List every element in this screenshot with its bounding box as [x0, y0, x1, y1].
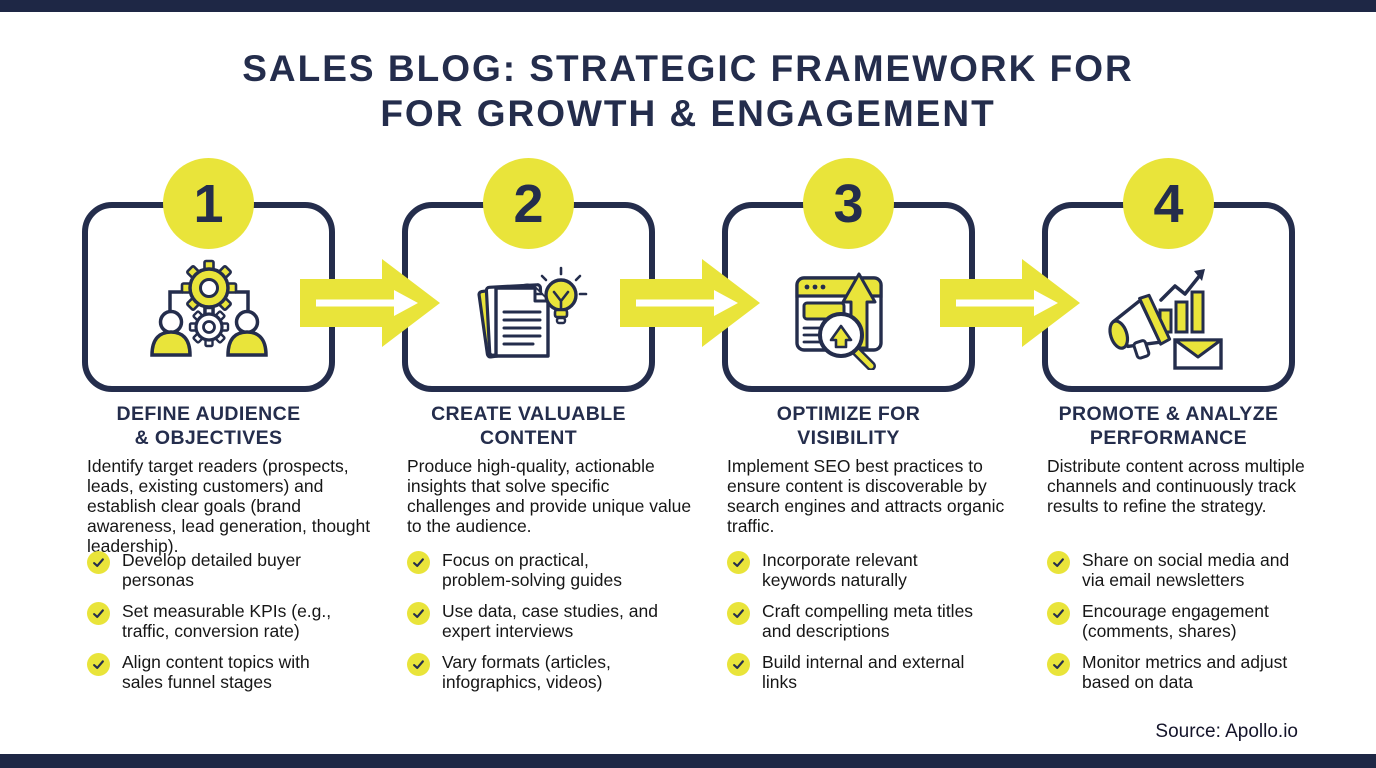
bullet-text: Incorporate relevant keywords naturally [762, 550, 918, 590]
step-1-title: DEFINE AUDIENCE & OBJECTIVES [82, 403, 335, 450]
bullet-item: Focus on practical, problem-solving guid… [407, 550, 695, 590]
step-4-description: Distribute content across multiple chann… [1047, 456, 1305, 516]
check-icon [727, 551, 750, 574]
step-title-line2: & OBJECTIVES [134, 426, 283, 449]
documents-lightbulb-icon [476, 266, 587, 359]
step-2-icon-box [402, 202, 655, 392]
step-1-description: Identify target readers (prospects, lead… [87, 456, 371, 556]
step-2-description: Produce high-quality, actionable insight… [407, 456, 692, 536]
bullet-item: Set measurable KPIs (e.g., traffic, conv… [87, 601, 375, 641]
check-icon [727, 653, 750, 676]
step-4-promote-analyze: 4 PROMOTE & ANALYZE PERFORMANCE Distribu… [1042, 158, 1334, 724]
bullet-text: Monitor metrics and adjust based on data [1082, 652, 1288, 692]
check-icon [407, 551, 430, 574]
check-icon [407, 653, 430, 676]
source-attribution: Source: Apollo.io [1155, 721, 1298, 742]
step-1-bullets: Develop detailed buyer personas Set meas… [87, 550, 375, 692]
bullet-item: Encourage engagement (comments, shares) [1047, 601, 1335, 641]
bullet-item: Build internal and external links [727, 652, 1015, 692]
bullet-item: Craft compelling meta titles and descrip… [727, 601, 1015, 641]
bullet-text: Vary formats (articles, infographics, vi… [442, 652, 611, 692]
bullet-item: Vary formats (articles, infographics, vi… [407, 652, 695, 692]
bullet-text: Craft compelling meta titles and descrip… [762, 601, 974, 641]
bullet-text: Develop detailed buyer personas [122, 550, 302, 590]
step-4-bullets: Share on social media and via email news… [1047, 550, 1335, 692]
check-icon [87, 602, 110, 625]
check-icon [87, 653, 110, 676]
step-number: 1 [193, 173, 224, 234]
check-icon [1047, 653, 1070, 676]
bullet-text: Build internal and external links [762, 652, 965, 692]
megaphone-analytics-icon [1107, 269, 1223, 370]
bullet-item: Incorporate relevant keywords naturally [727, 550, 1015, 590]
step-2-bullets: Focus on practical, problem-solving guid… [407, 550, 695, 692]
flow-arrow-icon [620, 259, 760, 347]
step-3-bullets: Incorporate relevant keywords naturally … [727, 550, 1015, 692]
flow-arrow-icon [940, 259, 1080, 347]
bullet-text: Focus on practical, problem-solving guid… [442, 550, 622, 590]
bullet-text: Align content topics with sales funnel s… [122, 652, 310, 692]
step-number: 2 [513, 173, 544, 234]
bullet-item: Monitor metrics and adjust based on data [1047, 652, 1335, 692]
top-border-bar [0, 0, 1376, 12]
page-title-line1: SALES BLOG: STRATEGIC FRAMEWORK FOR [242, 48, 1134, 89]
check-icon [407, 602, 430, 625]
check-icon [1047, 602, 1070, 625]
bullet-item: Share on social media and via email news… [1047, 550, 1335, 590]
step-title-line2: CONTENT [479, 426, 578, 449]
step-2-title: CREATE VALUABLE CONTENT [402, 403, 655, 450]
audience-gears-icon [149, 259, 268, 357]
flow-arrow-icon [300, 259, 440, 347]
step-3-optimize-visibility: 3 OPTIMIZE FOR VISIBILITY Implement SEO … [722, 158, 1014, 724]
step-3-title: OPTIMIZE FOR VISIBILITY [722, 403, 975, 450]
bullet-text: Set measurable KPIs (e.g., traffic, conv… [122, 601, 332, 641]
step-title-line2: VISIBILITY [797, 426, 900, 449]
step-title-line1: DEFINE AUDIENCE [116, 403, 301, 425]
bullet-item: Align content topics with sales funnel s… [87, 652, 375, 692]
step-4-number-badge: 4 [1123, 158, 1214, 249]
step-number: 4 [1153, 173, 1184, 234]
step-2-number-badge: 2 [483, 158, 574, 249]
step-title-line1: CREATE VALUABLE [431, 403, 626, 425]
step-3-number-badge: 3 [803, 158, 894, 249]
check-icon [1047, 551, 1070, 574]
seo-browser-search-icon [794, 272, 883, 370]
check-icon [87, 551, 110, 574]
page-title: SALES BLOG: STRATEGIC FRAMEWORK FOR FOR … [0, 46, 1376, 136]
step-title-line1: PROMOTE & ANALYZE [1058, 403, 1279, 425]
step-number: 3 [833, 173, 864, 234]
step-4-title: PROMOTE & ANALYZE PERFORMANCE [1042, 403, 1295, 450]
step-2-create-content: 2 [402, 158, 694, 724]
bullet-text: Use data, case studies, and expert inter… [442, 601, 658, 641]
bullet-item: Develop detailed buyer personas [87, 550, 375, 590]
bullet-text: Encourage engagement (comments, shares) [1082, 601, 1269, 641]
step-title-line1: OPTIMIZE FOR [776, 403, 921, 425]
bullet-text: Share on social media and via email news… [1082, 550, 1290, 590]
step-1-number-badge: 1 [163, 158, 254, 249]
bullet-item: Use data, case studies, and expert inter… [407, 601, 695, 641]
step-title-line2: PERFORMANCE [1089, 426, 1248, 449]
step-1-define-audience: 1 [82, 158, 374, 724]
step-3-description: Implement SEO best practices to ensure c… [727, 456, 1005, 536]
page-title-line2: FOR GROWTH & ENGAGEMENT [380, 93, 996, 134]
bottom-border-bar [0, 754, 1376, 768]
check-icon [727, 602, 750, 625]
